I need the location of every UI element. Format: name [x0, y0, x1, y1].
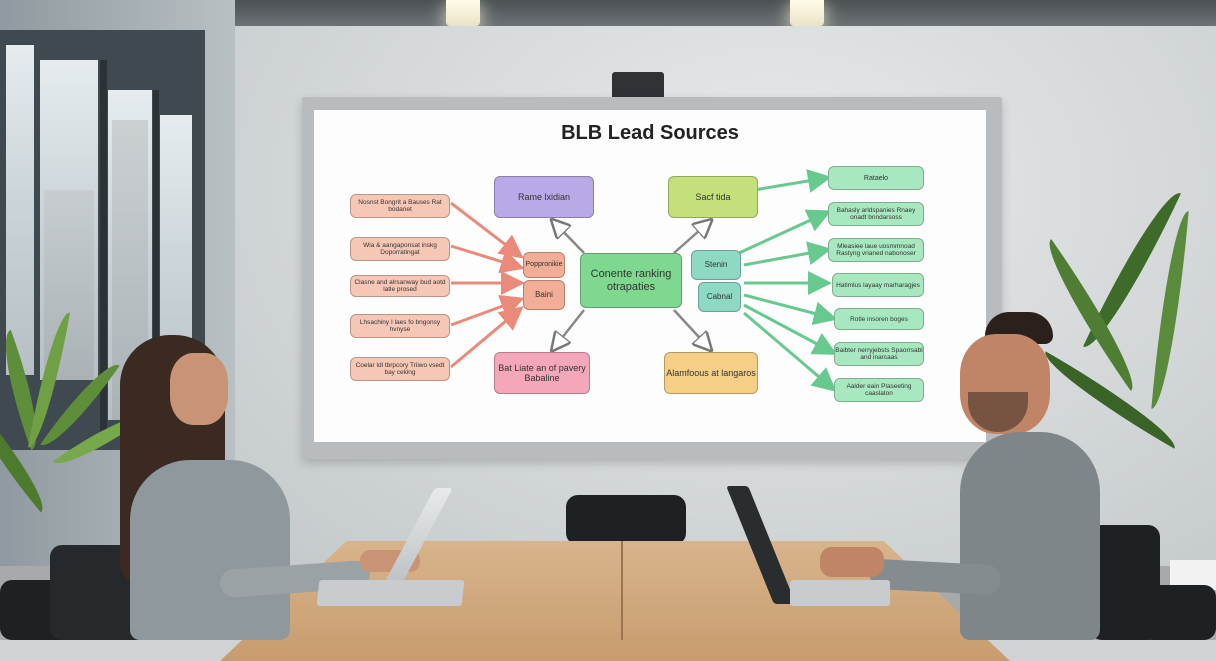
diagram-arrows: [450, 169, 838, 392]
left-source-node: Lhsachiny I laes fo bngonsy hvnyse: [350, 314, 450, 338]
left-source-node: Coelar ldl tbrpcory Triiwo vsedt bay cek…: [350, 357, 450, 381]
chair-right-front: [1140, 585, 1216, 640]
woman: [110, 335, 420, 640]
ceiling-light: [790, 0, 824, 26]
projection-screen: BLB Lead Sources: [314, 110, 986, 442]
laptop-left-base: [316, 580, 465, 606]
top-node: Sacf tida: [668, 176, 758, 218]
chair-back-center: [566, 495, 686, 545]
left-arrows: [450, 201, 525, 369]
right-arrows: [738, 169, 838, 392]
left-source-node: Nosnst Bongrit a Bauses Rat bodanet: [350, 194, 450, 218]
window-mullion: [100, 60, 107, 440]
ceiling-light: [446, 0, 480, 26]
right-source-node: Baibter nerryjebsts Spaorrsabl and inarc…: [834, 342, 924, 366]
left-source-node: Clasne and alrsanway bud aotd latle pros…: [350, 275, 450, 297]
right-source-node: Hatimlus layaay marharagjes: [832, 273, 924, 297]
diagram-title: BLB Lead Sources: [561, 122, 739, 144]
bottom-node: Alamfoous at langaros: [664, 352, 758, 394]
man: [810, 312, 1110, 640]
center-arrows: [554, 222, 709, 348]
left-mid-node: Baini: [523, 280, 565, 310]
table-seam: [621, 541, 623, 640]
right-mid-node: Cabnal: [698, 282, 741, 312]
right-mid-node: Stenin: [691, 250, 741, 280]
right-source-node: Mleasiee laue uosmmnoad Rastyng vrianed …: [828, 238, 924, 262]
right-source-node: Bahasly arldspanies Rnaey onadt bnndarso…: [828, 202, 924, 226]
left-mid-node: Poppronikie: [523, 252, 565, 278]
window-pane: [6, 45, 34, 375]
right-source-node: Aalder eain Plaseeting caaslaton: [834, 378, 924, 402]
window-mullion: [153, 90, 159, 440]
center-node: Conente ranking otrapaties: [580, 253, 682, 308]
top-node: Rame lxidian: [494, 176, 594, 218]
right-source-node: Rotle insoren boges: [834, 308, 924, 330]
right-source-node: Rataelo: [828, 166, 924, 190]
laptop-right-base: [790, 580, 890, 606]
bottom-node: Bat Liate an of pavery Babaline: [494, 352, 590, 394]
left-source-node: Wia & aangaponsat inskg Doporratingat: [350, 237, 450, 261]
